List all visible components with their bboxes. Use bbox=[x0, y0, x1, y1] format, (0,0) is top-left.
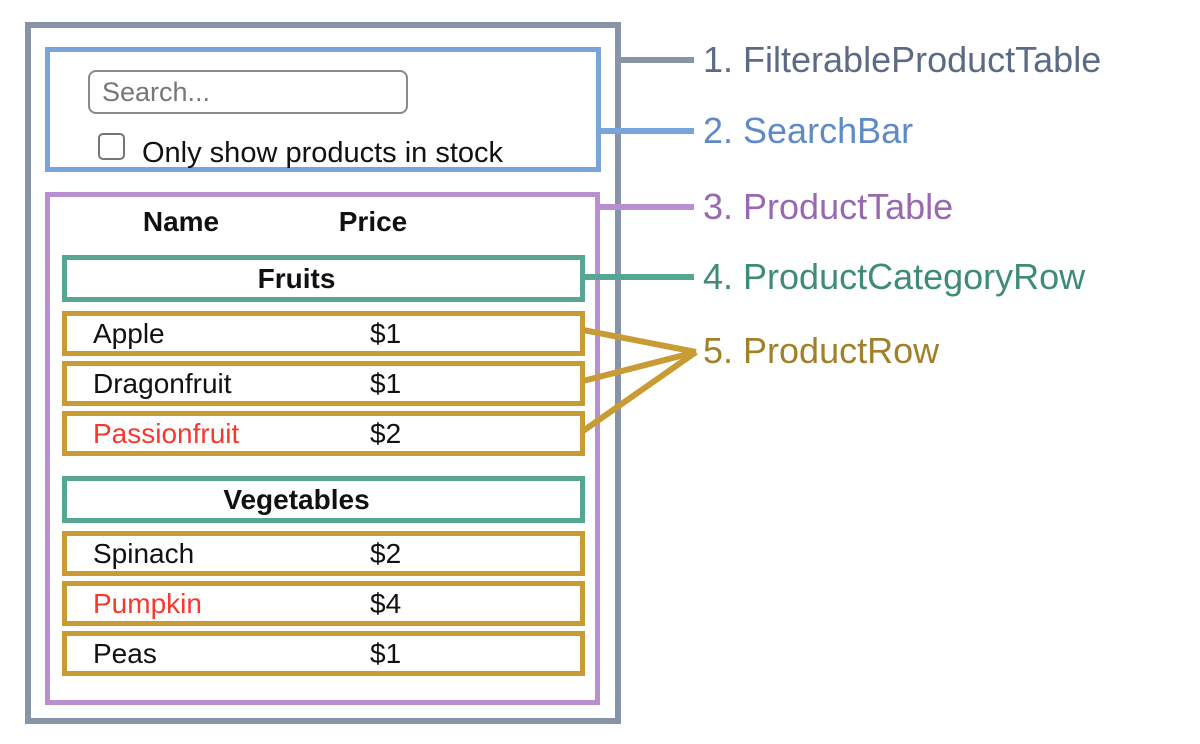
column-header-price: Price bbox=[338, 206, 408, 237]
product-category-row: Vegetables bbox=[62, 476, 585, 523]
product-name: Apple bbox=[93, 317, 165, 349]
legend-label-product-table: 3. ProductTable bbox=[703, 186, 954, 227]
product-table-outline: Name Price Fruits Apple $1 Dragonfruit $… bbox=[45, 192, 600, 705]
product-name: Dragonfruit bbox=[93, 367, 232, 399]
product-row: Passionfruit $2 bbox=[62, 411, 585, 456]
search-bar-outline: Only show products in stock bbox=[45, 47, 601, 172]
in-stock-checkbox[interactable] bbox=[98, 133, 125, 160]
product-price: $1 bbox=[370, 317, 402, 349]
product-price: $1 bbox=[370, 367, 402, 399]
product-row: Dragonfruit $1 bbox=[62, 361, 585, 406]
product-name: Peas bbox=[93, 637, 157, 669]
product-row: Spinach $2 bbox=[62, 531, 585, 576]
legend-label-search-bar: 2. SearchBar bbox=[703, 110, 914, 151]
product-price: $4 bbox=[370, 587, 402, 619]
product-price: $2 bbox=[370, 537, 402, 569]
product-category-row: Fruits bbox=[62, 255, 585, 302]
legend-label-product-category-row: 4. ProductCategoryRow bbox=[703, 256, 1086, 297]
search-input[interactable] bbox=[88, 70, 408, 114]
legend-label-product-row: 5. ProductRow bbox=[703, 330, 940, 371]
product-row: Peas $1 bbox=[62, 631, 585, 676]
product-row: Pumpkin $4 bbox=[62, 581, 585, 626]
product-name: Spinach bbox=[93, 537, 195, 569]
legend-label-filterable-product-table: 1. FilterableProductTable bbox=[703, 39, 1102, 80]
product-price: $2 bbox=[370, 417, 402, 449]
product-price: $1 bbox=[370, 637, 402, 669]
in-stock-checkbox-label: Only show products in stock bbox=[142, 137, 504, 169]
column-header-name: Name bbox=[142, 206, 220, 237]
product-name-out-of-stock: Pumpkin bbox=[93, 587, 202, 619]
product-row: Apple $1 bbox=[62, 311, 585, 356]
product-name-out-of-stock: Passionfruit bbox=[93, 417, 240, 449]
